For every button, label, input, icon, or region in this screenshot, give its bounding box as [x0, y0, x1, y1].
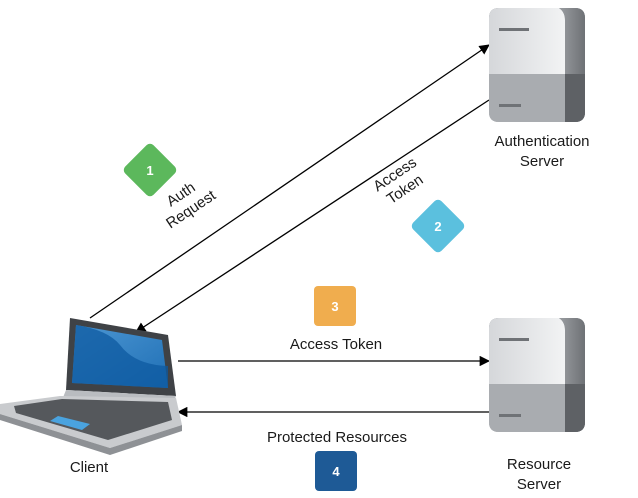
resource-server-label-line2: Server	[517, 476, 561, 493]
client-label: Client	[70, 459, 109, 476]
step-3-label: Access Token	[290, 336, 382, 353]
step-3-number: 3	[331, 299, 338, 314]
auth-server-label-line2: Server	[520, 153, 564, 170]
step-3-badge	[314, 286, 356, 326]
step-2-label: Access Token	[370, 154, 426, 208]
step-1-number: 1	[146, 163, 153, 178]
step-1-badge	[123, 143, 177, 197]
step-4-badge	[315, 451, 357, 491]
step-4-number: 4	[332, 464, 340, 479]
resource-server-label-line1: Resource	[507, 456, 571, 473]
resource-server-icon	[489, 318, 585, 432]
step-4-label: Protected Resources	[267, 429, 407, 446]
auth-server-label-line1: Authentication	[494, 133, 589, 150]
arrow-auth-request	[89, 44, 490, 319]
step-2-number: 2	[434, 219, 441, 234]
arrow-access-token-return	[135, 99, 490, 333]
auth-server-icon	[489, 8, 585, 122]
laptop-icon	[0, 318, 182, 455]
step-2-badge	[411, 199, 465, 253]
